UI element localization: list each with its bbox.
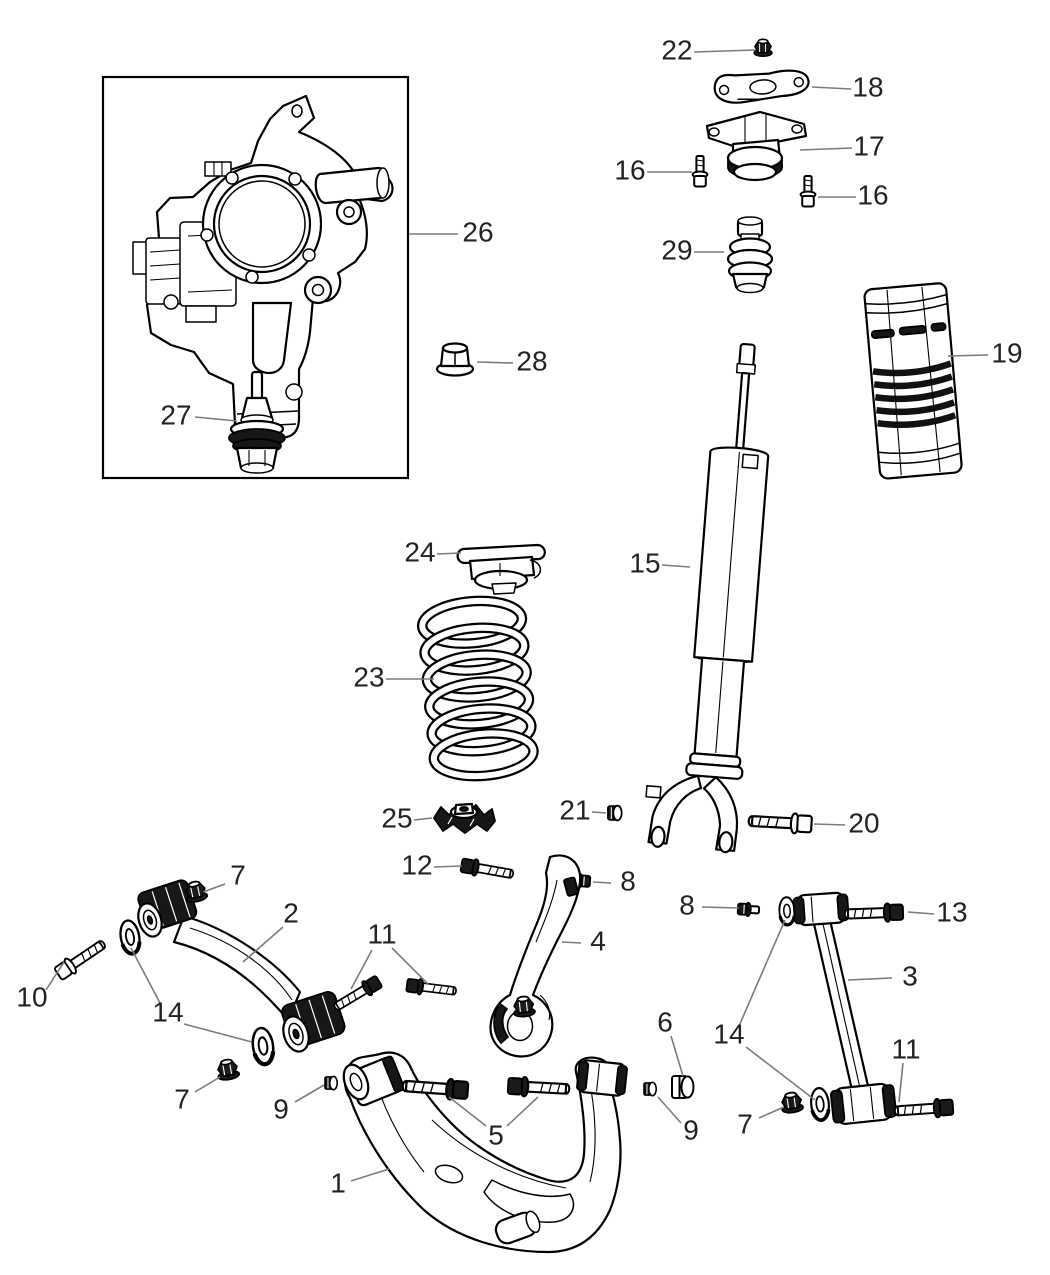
jounce-bumper-illustration xyxy=(726,216,774,294)
bolt-illustration-11-right xyxy=(893,1096,955,1122)
cap-illustration-6 xyxy=(671,1075,695,1099)
callout-9-right: 9 xyxy=(683,1114,699,1145)
callout-26: 26 xyxy=(462,216,493,247)
callout-21: 21 xyxy=(559,794,590,825)
callout-16-left: 16 xyxy=(614,154,645,185)
inset-box xyxy=(101,75,410,480)
callout-16-right: 16 xyxy=(857,179,888,210)
leader-lines xyxy=(45,49,989,1182)
callout-24: 24 xyxy=(404,536,435,567)
bolt-illustration-11-left-a xyxy=(330,973,385,1016)
washer-illustration-14-left-top xyxy=(116,917,144,958)
callout-11-left: 11 xyxy=(367,918,396,949)
lower-control-arm-illustration xyxy=(342,1051,628,1254)
callout-8-right: 8 xyxy=(679,889,695,920)
screw-illustration-8-right xyxy=(736,901,761,918)
coil-spring-illustration xyxy=(416,595,539,782)
suspension-link-illustration xyxy=(489,854,582,1058)
nut-illustration-7-right xyxy=(779,1090,805,1115)
mount-bolt-right-illustration xyxy=(799,175,817,208)
callout-1: 1 xyxy=(330,1167,346,1198)
cap-illustration-9-right xyxy=(643,1081,658,1097)
callout-25: 25 xyxy=(381,802,412,833)
toe-link-illustration xyxy=(792,891,897,1125)
callout-4: 4 xyxy=(590,925,606,956)
flange-nut-illustration xyxy=(435,342,475,377)
callout-12: 12 xyxy=(401,849,432,880)
callout-7-topleft: 7 xyxy=(230,859,246,890)
callout-23: 23 xyxy=(353,661,384,692)
mount-plate-illustration xyxy=(713,69,810,104)
shock-absorber-illustration xyxy=(645,342,770,854)
callout-3: 3 xyxy=(902,960,918,991)
bolt-illustration-12 xyxy=(459,856,516,884)
callout-7-bottomleft: 7 xyxy=(174,1083,190,1114)
callout-7-right: 7 xyxy=(737,1108,753,1139)
upper-spring-seat-illustration xyxy=(456,543,546,595)
callout-18: 18 xyxy=(852,71,883,102)
callout-10: 10 xyxy=(16,981,47,1012)
callout-9-left: 9 xyxy=(273,1093,289,1124)
callout-19: 19 xyxy=(991,337,1022,368)
shock-mount-illustration xyxy=(705,110,808,182)
upper-control-arm-illustration xyxy=(137,879,346,1053)
fork-bolt-illustration-20 xyxy=(747,809,814,836)
callout-11-right: 11 xyxy=(891,1033,920,1064)
mount-bolt-left-illustration xyxy=(691,155,709,188)
callout-14-right: 14 xyxy=(713,1018,744,1049)
bolt-illustration-10 xyxy=(52,935,110,983)
callout-20: 20 xyxy=(848,807,879,838)
callout-8-center: 8 xyxy=(620,865,636,896)
callout-17: 17 xyxy=(853,130,884,161)
stud-nut-illustration xyxy=(753,38,773,57)
dust-shield-illustration xyxy=(863,282,963,480)
cap-illustration-9-left xyxy=(324,1075,339,1091)
callout-27: 27 xyxy=(160,399,191,430)
callout-labels: 22 18 17 16 16 29 26 28 27 19 15 24 23 2… xyxy=(16,34,1022,1198)
bolt-illustration-13 xyxy=(843,901,905,925)
callout-29: 29 xyxy=(661,234,692,265)
bolt-illustration-5-rear xyxy=(506,1075,571,1100)
callout-15: 15 xyxy=(629,547,660,578)
callout-28: 28 xyxy=(516,345,547,376)
callout-2: 2 xyxy=(283,897,299,928)
callout-13: 13 xyxy=(936,896,967,927)
lower-spring-isolator-illustration xyxy=(433,802,496,834)
washer-illustration-14-right-bottom xyxy=(807,1085,833,1123)
callout-5: 5 xyxy=(488,1119,504,1150)
washer-illustration-14-left-bottom xyxy=(251,1027,276,1066)
plug-bolt-illustration-21 xyxy=(607,804,623,822)
rear-knuckle-illustration xyxy=(132,94,394,441)
ball-joint-illustration xyxy=(228,370,286,474)
bolt-illustration-11-left-b xyxy=(405,976,458,1000)
callout-22: 22 xyxy=(661,34,692,65)
callout-14-left: 14 xyxy=(152,996,183,1027)
callout-6: 6 xyxy=(657,1006,673,1037)
